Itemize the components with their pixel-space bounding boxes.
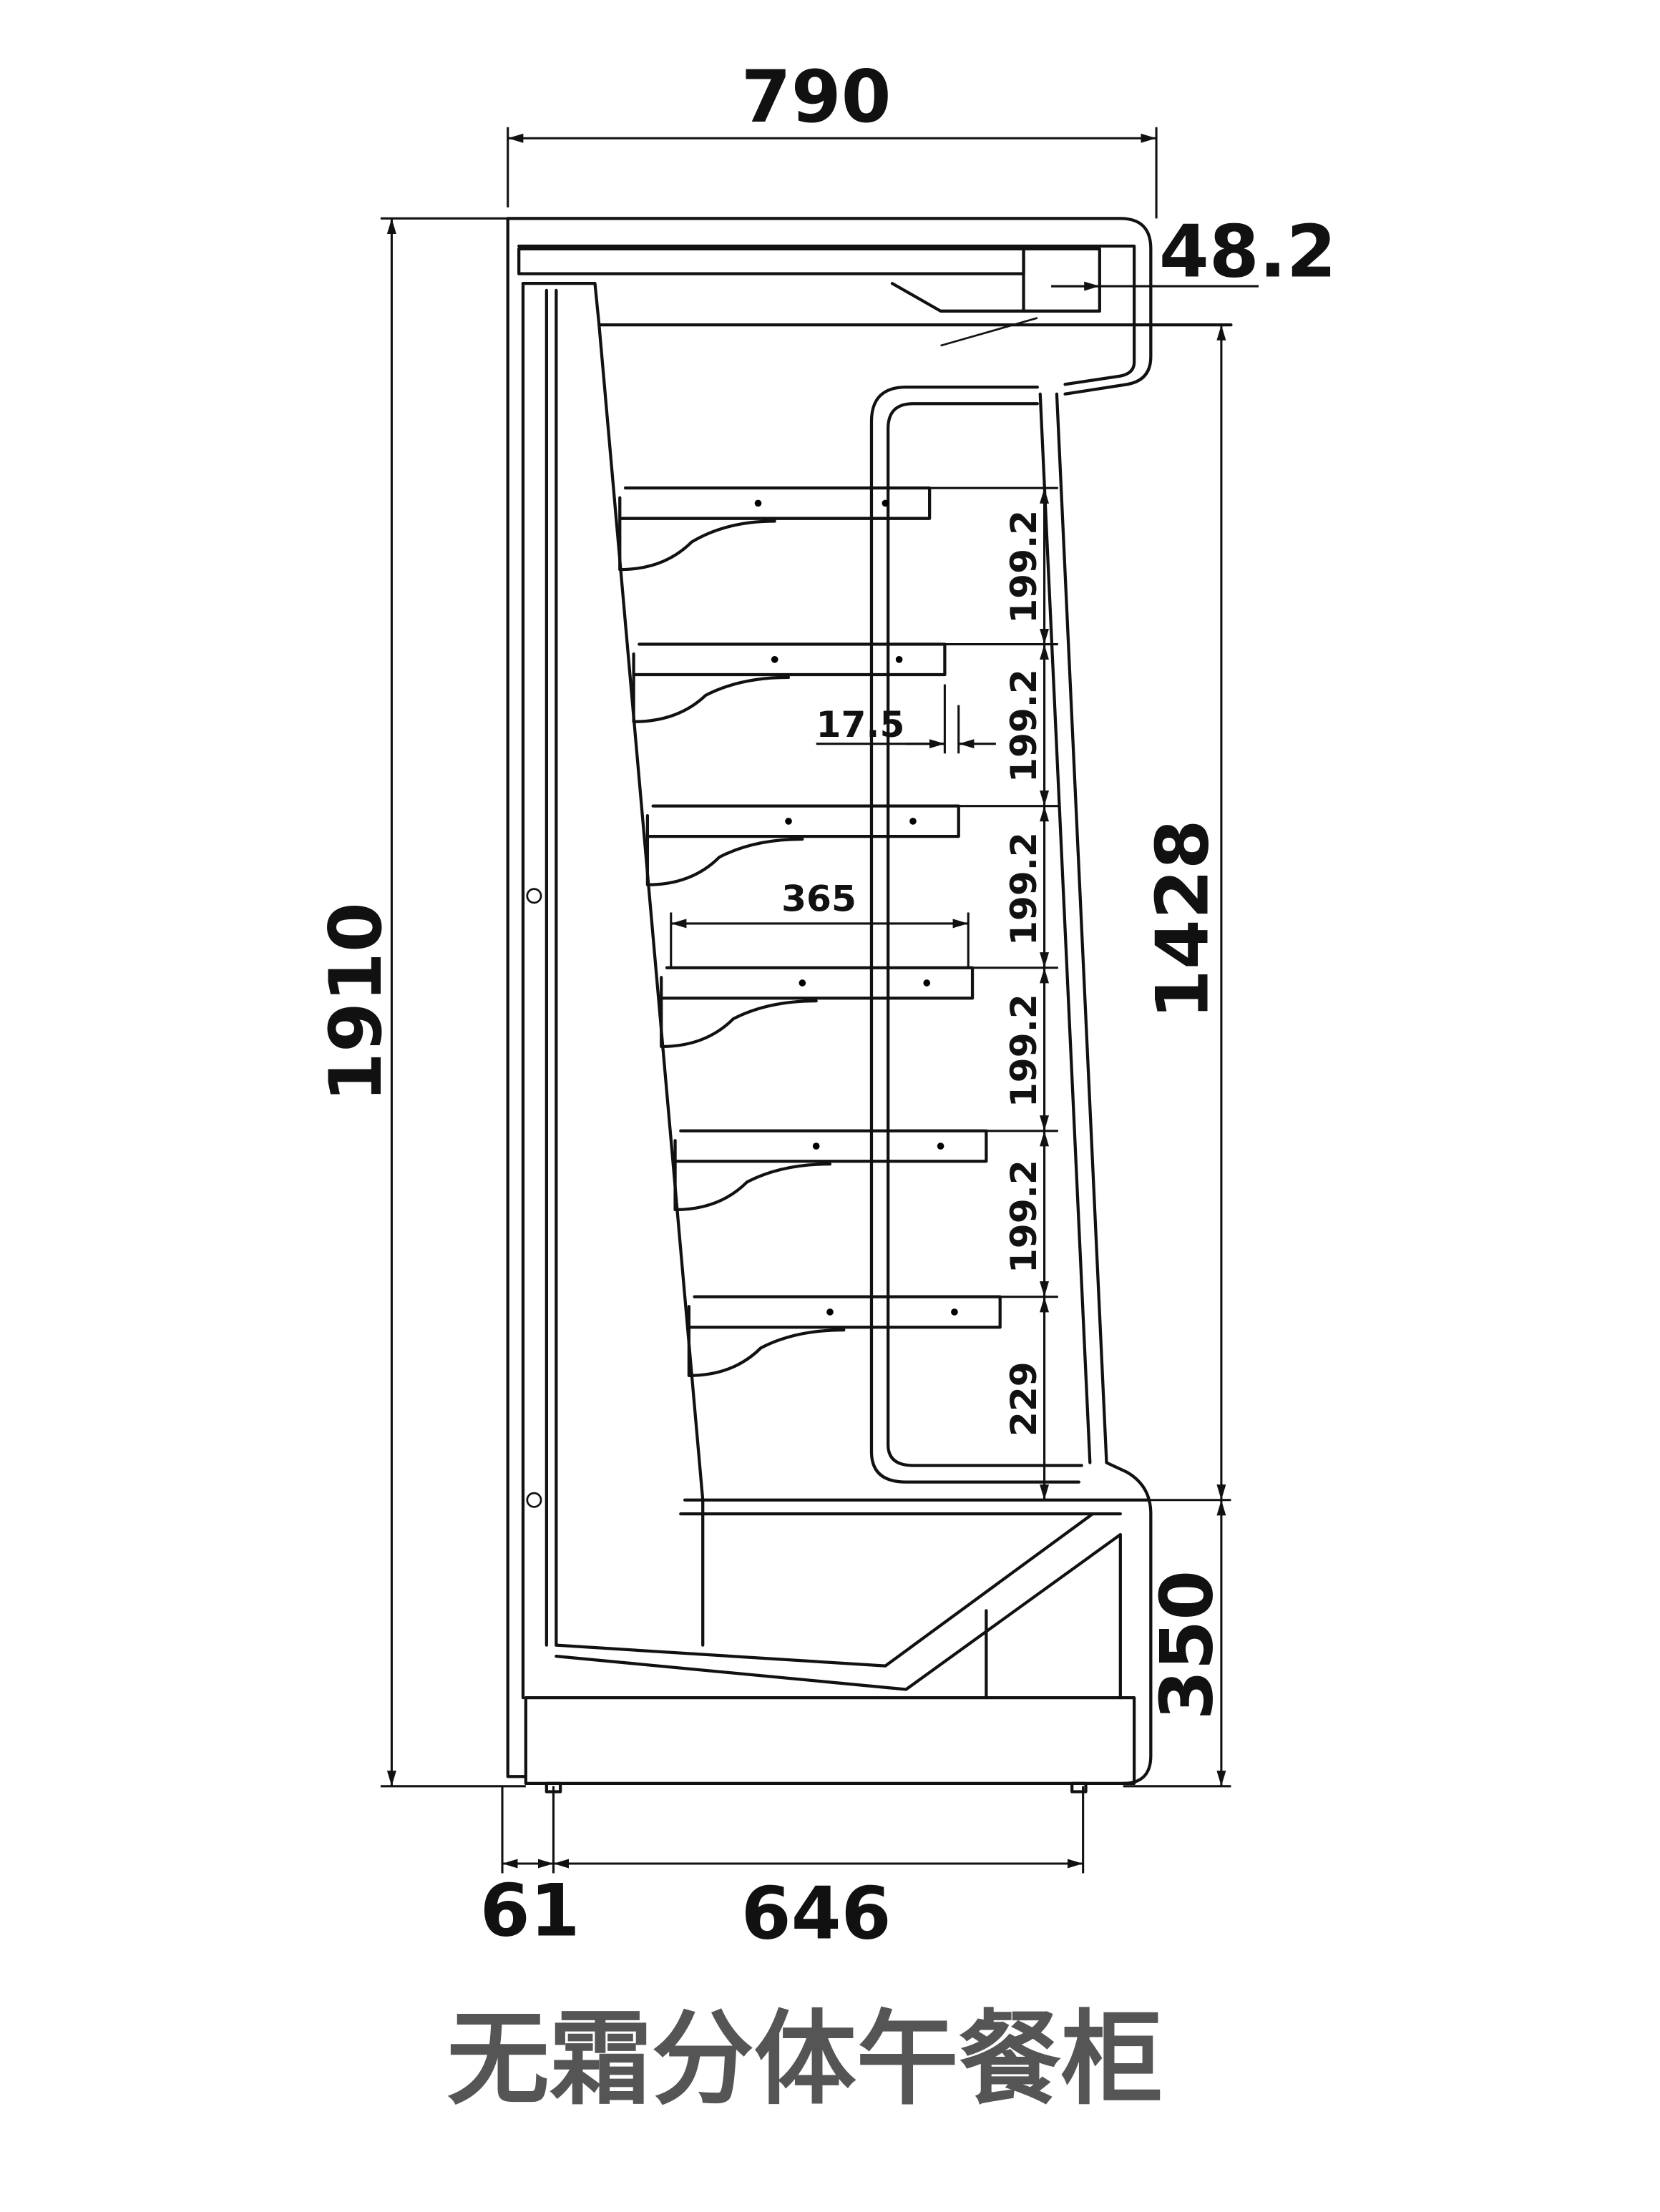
- dim-base-height: 350: [1145, 1570, 1229, 1721]
- dim-shelf-spacing: 199.2: [1002, 1160, 1045, 1273]
- dim-shelf-depth: 365: [781, 878, 856, 920]
- shelves: [618, 486, 1002, 1377]
- dim-foot-offset: 61: [480, 1869, 580, 1952]
- dim-overall-depth: 790: [741, 55, 892, 139]
- dim-foot-span: 646: [741, 1871, 892, 1955]
- shelf: [673, 1129, 988, 1212]
- dim-top-offset: 48.2: [1159, 210, 1337, 294]
- drawing-title: 无霜分体午餐柜: [447, 2000, 1163, 2119]
- dim-shelf-spacing: 199.2: [1002, 832, 1045, 946]
- dim-overall-height: 1910: [314, 902, 398, 1102]
- dim-bottom-shelf-gap: 229: [1002, 1361, 1045, 1437]
- shelf: [632, 642, 947, 723]
- shelf: [645, 804, 960, 886]
- shelf: [660, 966, 975, 1049]
- dim-shelf-spacing: 199.2: [1002, 510, 1045, 624]
- shelf: [687, 1295, 1002, 1377]
- dimension-lines: [380, 127, 1259, 1874]
- cabinet-body: [506, 217, 1233, 1793]
- dim-shelf-spacing: 199.2: [1002, 669, 1045, 783]
- dim-display-height: 1428: [1141, 819, 1225, 1019]
- shelf: [618, 486, 932, 572]
- dim-shelf-step: 17.5: [816, 703, 905, 745]
- dim-shelf-spacing: 199.2: [1002, 994, 1045, 1107]
